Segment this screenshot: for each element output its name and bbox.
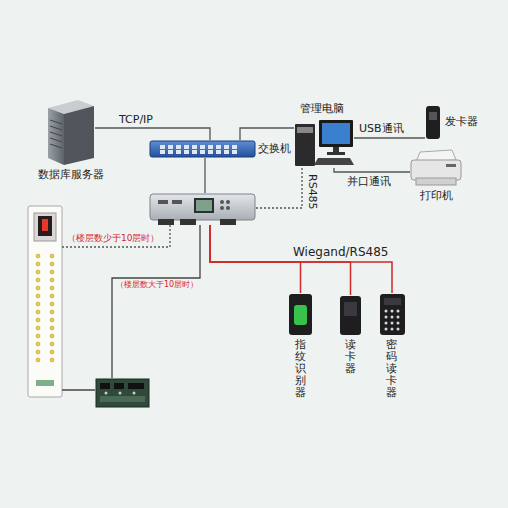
pc-icon bbox=[295, 120, 354, 166]
connector-line bbox=[334, 168, 410, 172]
connector-line bbox=[204, 158, 205, 193]
edge-label: Wiegand/RS485 bbox=[292, 246, 389, 259]
card-issuer-node: 发卡器 bbox=[425, 104, 441, 140]
card-reader-icon bbox=[340, 296, 361, 335]
connector-line bbox=[210, 225, 351, 295]
card-issuer-icon bbox=[426, 106, 440, 139]
connector-line bbox=[240, 128, 294, 140]
printer-node: 打印机 bbox=[410, 150, 462, 186]
edge-label: （楼层数少于10层时） bbox=[66, 234, 160, 244]
elevator-panel-icon bbox=[28, 206, 62, 397]
connector-line bbox=[354, 137, 425, 138]
device-label: 读卡器 bbox=[345, 339, 356, 375]
keypad-reader-node: 密码读卡器 bbox=[379, 293, 405, 335]
device-label: 指纹识别器 bbox=[295, 339, 306, 399]
edge-label: RS485 bbox=[306, 173, 318, 211]
pc-node: 管理电脑 bbox=[294, 120, 354, 168]
expansion-board-node bbox=[95, 378, 150, 408]
device-label: 管理电脑 bbox=[300, 102, 344, 115]
device-label: 发卡器 bbox=[445, 115, 478, 128]
server-node: 数据库服务器 bbox=[40, 98, 95, 165]
edge-label: 并口通讯 bbox=[346, 176, 392, 188]
device-label: 交换机 bbox=[258, 142, 291, 155]
connector-line bbox=[62, 225, 170, 247]
connector-line bbox=[95, 128, 210, 140]
controller-icon bbox=[150, 194, 255, 225]
connector-line bbox=[62, 389, 95, 390]
connector-line bbox=[210, 225, 301, 293]
server-icon bbox=[48, 100, 94, 165]
device-label: 打印机 bbox=[420, 189, 453, 202]
device-label: 密码读卡器 bbox=[386, 339, 397, 399]
fingerprint-reader-icon bbox=[289, 294, 312, 335]
connector-line bbox=[210, 225, 392, 293]
fingerprint-node: 指纹识别器 bbox=[288, 293, 313, 335]
elevator-panel-node bbox=[27, 205, 62, 398]
card-reader-node: 读卡器 bbox=[339, 295, 362, 335]
printer-icon bbox=[411, 150, 461, 185]
keypad-reader-icon bbox=[380, 294, 405, 335]
switch-node: 交换机 bbox=[150, 140, 255, 158]
connector-line bbox=[255, 168, 302, 208]
edge-label: TCP/IP bbox=[118, 114, 154, 126]
device-label: 数据库服务器 bbox=[38, 168, 104, 181]
edge-label: USB通讯 bbox=[358, 123, 405, 135]
switch-icon bbox=[150, 141, 255, 157]
controller-node bbox=[150, 193, 255, 225]
edge-label: （楼层数大于10层时） bbox=[116, 281, 124, 290]
expansion-board-icon bbox=[96, 379, 149, 407]
connector-line bbox=[112, 225, 200, 378]
